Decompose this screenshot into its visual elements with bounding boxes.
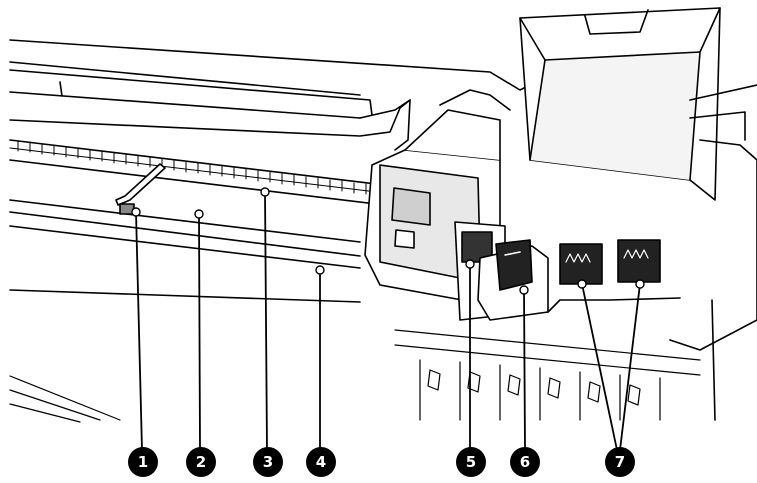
leader-line-7a — [581, 283, 618, 451]
ink-cover-open — [519, 7, 721, 201]
callout-label-5: 5 — [466, 453, 476, 471]
ruler-ticks — [17, 140, 367, 195]
leader-line-7b — [619, 283, 641, 451]
roll-holder-area — [394, 329, 701, 421]
callout-label-1: 1 — [138, 453, 148, 471]
callout-label-2: 2 — [196, 453, 206, 471]
leader-lines — [135, 191, 641, 451]
leader-line-6 — [523, 289, 526, 451]
leader-dots — [131, 187, 645, 295]
callout-label-3: 3 — [263, 453, 273, 471]
front-cover — [9, 199, 361, 423]
leader-dot-4 — [315, 265, 325, 275]
ink-cartridge-slots — [547, 239, 681, 313]
callout-badge-6: 6 — [510, 447, 540, 477]
callout-badge-3: 3 — [253, 447, 283, 477]
leader-line-3 — [264, 191, 268, 451]
callout-badge-1: 1 — [128, 447, 158, 477]
callout-badge-2: 2 — [186, 447, 216, 477]
callout-badge-7: 7 — [605, 447, 635, 477]
callout-badge-5: 5 — [456, 447, 486, 477]
leader-dot-5 — [465, 259, 475, 269]
leader-line-1 — [135, 211, 143, 451]
callout-label-6: 6 — [520, 453, 530, 471]
callout-badge-4: 4 — [306, 447, 336, 477]
paper-edge-guide — [115, 163, 166, 215]
callout-label-4: 4 — [316, 453, 326, 471]
callout-label-7: 7 — [615, 453, 625, 471]
leader-dot-6 — [519, 285, 529, 295]
leader-line-2 — [198, 213, 201, 451]
right-side-panel — [669, 84, 757, 421]
leader-dot-1 — [131, 207, 141, 217]
leader-dot-7b — [635, 279, 645, 289]
leader-dot-3 — [260, 187, 270, 197]
leader-dot-2 — [194, 209, 204, 219]
leader-dot-7a — [577, 279, 587, 289]
maintenance-box-area — [454, 221, 549, 321]
paper-guide-rail — [9, 139, 386, 206]
